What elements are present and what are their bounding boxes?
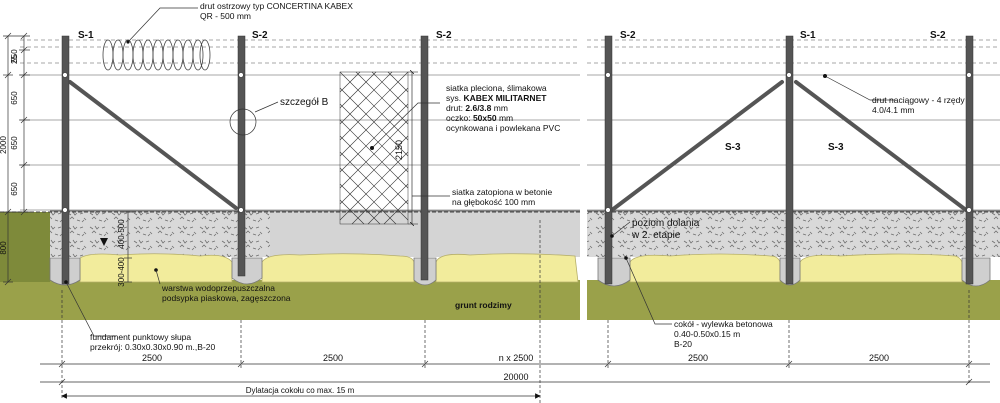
buried-label-1: siatka zatopiona w betonie — [452, 187, 552, 197]
posts — [61, 35, 974, 285]
chain-link-mesh — [339, 71, 409, 225]
dim-650-1: 650 — [10, 91, 19, 105]
post-label-1: S-1 — [78, 30, 94, 41]
post-label-3: S-2 — [436, 30, 452, 41]
post-6 — [965, 35, 974, 285]
footing-4 — [597, 257, 631, 287]
plinth-label-1: cokół - wylewka betonowa — [674, 319, 773, 329]
tension-label-1: drut naciągowy - 4 rzędy — [872, 95, 965, 105]
ground-label: grunt rodzimy — [455, 300, 512, 310]
foundation-label-2: przekrój: 0.30x0.30x0.90 m.,B-20 — [90, 342, 215, 352]
sand-layer-right — [629, 253, 963, 283]
post-5 — [785, 35, 794, 285]
post-1 — [61, 35, 70, 285]
bottom-dim-1: 2500 — [142, 353, 162, 363]
buried-label-2: na głębokość 100 mm — [452, 197, 535, 207]
dim-550: 550 — [10, 49, 19, 63]
native-soil — [0, 280, 580, 320]
concertina-label-1: drut ostrzowy typ CONCERTINA KABEX — [200, 1, 353, 11]
layer-label-1: warstwa wodoprzepuszczalna — [161, 283, 275, 293]
concertina-wire — [102, 39, 211, 71]
bottom-dim-2: 2500 — [323, 353, 343, 363]
mesh-label-4: oczko: 50x50 mm — [446, 113, 513, 123]
footing-2 — [231, 257, 263, 285]
brace-label-1: S-3 — [725, 142, 741, 153]
post-label-2: S-2 — [252, 30, 268, 41]
wire-joints — [62, 72, 972, 213]
brace-right-2 — [794, 80, 968, 212]
depth-arrow — [100, 238, 108, 246]
bottom-dim-5: 2500 — [869, 353, 889, 363]
section-break — [580, 0, 587, 403]
bottom-dim-total: 20000 — [503, 372, 528, 382]
detail-b-circle — [229, 108, 257, 136]
dim-800: 800 — [0, 241, 8, 255]
dim-650-3: 650 — [10, 182, 19, 196]
plinth-label-2: 0.40-0.50x0.15 m — [674, 329, 740, 339]
left-dimensions — [3, 32, 30, 286]
brace-left-section — [68, 80, 238, 210]
braces — [68, 80, 968, 212]
dim-650-2: 650 — [10, 136, 19, 150]
concertina-label-2: QR - 500 mm — [200, 11, 251, 21]
mesh-label-3: drut: 2.6/3.8 mm — [446, 103, 508, 113]
brace-right-1 — [610, 80, 784, 212]
bottom-dim-3: n x 2500 — [499, 353, 534, 363]
native-soil-right — [587, 280, 1000, 320]
detail-b-label: szczegół B — [280, 97, 329, 108]
gravel-right — [587, 212, 1000, 257]
dim-25: 25 — [10, 55, 19, 64]
mesh-label-2: sys. KABEX MILITARNET — [446, 93, 547, 103]
post-2 — [237, 35, 246, 277]
foundation-label-1: fundament punktowy słupa — [90, 332, 191, 342]
poziom-label-2: w 2. etapie — [631, 230, 681, 241]
mesh-label-5: ocynkowana i powlekana PVC — [446, 123, 560, 133]
dim-300-400: 300-400 — [117, 257, 126, 287]
annotations: drut ostrzowy typ CONCERTINA KABEX QR - … — [64, 1, 965, 352]
plinth-label-3: B-20 — [674, 339, 692, 349]
post-4 — [604, 35, 613, 285]
mesh-height-dim: 2150 — [394, 140, 404, 160]
depth-dimensions — [124, 211, 132, 283]
dim-2000: 2000 — [0, 136, 8, 154]
tension-label-2: 4.0/4.1 mm — [872, 105, 915, 115]
post-label-6: S-2 — [930, 30, 946, 41]
bottom-dim-4: 2500 — [688, 353, 708, 363]
poziom-label-1: poziom dolania — [632, 218, 700, 229]
bottom-dimensions — [40, 220, 990, 403]
mesh-label-1: siatka pleciona, ślimakowa — [446, 83, 547, 93]
sand-layer-left — [79, 253, 579, 283]
post-3 — [420, 35, 429, 281]
post-label-5: S-1 — [800, 30, 816, 41]
dim-400-500: 400-500 — [117, 219, 126, 249]
dylatacja-label: Dylatacja cokołu co max. 15 m — [246, 386, 355, 395]
wires — [20, 39, 1000, 211]
post-label-4: S-2 — [620, 30, 636, 41]
brace-label-2: S-3 — [828, 142, 844, 153]
layer-label-2: podsypka piaskowa, zagęszczona — [162, 293, 291, 303]
